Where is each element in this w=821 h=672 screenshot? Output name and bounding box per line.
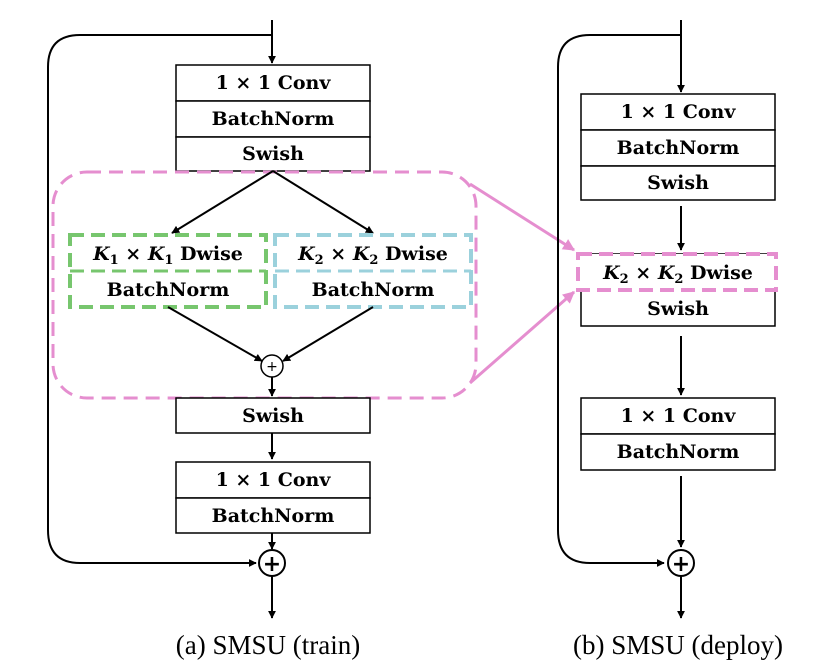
train-add-symbol: + <box>263 552 281 577</box>
deploy-bn2-label: BatchNorm <box>617 441 740 463</box>
deploy-swish1-label: Swish <box>647 172 709 194</box>
deploy-bn1-box <box>580 129 776 167</box>
train-branch-arrow-right <box>272 170 374 234</box>
train-dwise-k1-label: K1 × K1 Dwise <box>92 243 243 268</box>
train-conv2-label: 1 × 1 Conv <box>216 469 332 491</box>
train-skip-connection <box>47 20 273 567</box>
train-conv1-box <box>175 64 371 102</box>
train-conv2-box <box>175 461 371 499</box>
train-caption: (a) SMSU (train) <box>176 630 360 660</box>
train-swish1-box <box>175 136 371 172</box>
pink-connector-top <box>469 182 576 252</box>
deploy-dwise-label: K2 × K2 Dwise <box>602 262 753 287</box>
deploy-swish1-box <box>580 165 776 201</box>
deploy-conv1-box <box>580 93 776 131</box>
deploy-skip-connection <box>557 20 682 567</box>
deploy-conv2-box <box>580 397 776 435</box>
train-dwise-k2-label: K2 × K2 Dwise <box>297 243 448 268</box>
train-bn2-label: BatchNorm <box>212 505 335 527</box>
deploy-conv2-label: 1 × 1 Conv <box>621 405 737 427</box>
train-swish1-label: Swish <box>242 143 304 165</box>
deploy-diagram: 1 × 1 Conv BatchNorm Swish K2 × K2 Dwise… <box>557 20 783 660</box>
train-dwise-k1-bn-label: BatchNorm <box>107 279 230 301</box>
deploy-bn1-label: BatchNorm <box>617 137 740 159</box>
train-conv1-label: 1 × 1 Conv <box>216 72 332 94</box>
train-merge-arrow-right <box>282 306 374 362</box>
train-branch-arrow-left <box>171 170 274 234</box>
train-bn2-box <box>175 497 371 534</box>
deploy-bn2-box <box>580 433 776 471</box>
train-dwise-k2-bn-label: BatchNorm <box>312 279 435 301</box>
train-diagram: 1 × 1 Conv BatchNorm Swish K1 × K1 Dwise… <box>47 20 478 660</box>
train-small-add-symbol: + <box>266 359 278 375</box>
train-bn1-box <box>175 100 371 138</box>
deploy-swish2-label: Swish <box>647 298 709 320</box>
train-swish2-box <box>175 397 371 434</box>
pink-connector-bottom <box>469 290 575 385</box>
deploy-caption: (b) SMSU (deploy) <box>573 630 783 660</box>
deploy-dwise-box <box>576 252 778 292</box>
deploy-conv1-label: 1 × 1 Conv <box>621 101 737 123</box>
train-swish2-label: Swish <box>242 405 304 427</box>
deploy-add-symbol: + <box>672 552 690 577</box>
train-bn1-label: BatchNorm <box>212 108 335 130</box>
train-merge-arrow-left <box>167 306 263 362</box>
